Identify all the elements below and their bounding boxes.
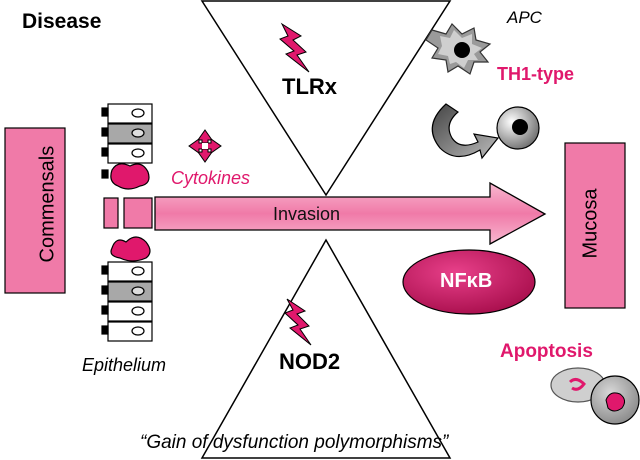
nfkb-ellipse bbox=[402, 249, 536, 315]
caption: “Gain of dysfunction polymorphisms” bbox=[140, 432, 449, 453]
apc-cell-icon bbox=[425, 23, 492, 75]
diagram-title: Disease bbox=[22, 10, 102, 33]
mucosa-box bbox=[564, 142, 626, 309]
t-cell-icon bbox=[496, 106, 540, 150]
epithelium-top-stack bbox=[101, 103, 153, 190]
mucosa-label: Mucosa bbox=[579, 188, 602, 259]
barrier-gap-block bbox=[123, 197, 153, 229]
nfkb-label: NFκB bbox=[440, 270, 493, 292]
tlr-label: TLRx bbox=[282, 74, 337, 99]
cytokines-label: Cytokines bbox=[171, 168, 251, 188]
commensals-box bbox=[4, 127, 66, 294]
epithelium-bottom-stack bbox=[101, 236, 153, 342]
apoptosis-label: Apoptosis bbox=[500, 341, 593, 362]
invasion-arrow bbox=[154, 181, 547, 246]
nod-triangle bbox=[200, 238, 452, 459]
curved-arrow-icon bbox=[431, 103, 500, 160]
epithelium-label: Epithelium bbox=[82, 355, 167, 375]
commensals-label: Commensals bbox=[36, 145, 59, 263]
cytokine-cross-icon bbox=[188, 129, 222, 163]
th1-label: TH1-type bbox=[497, 64, 575, 84]
barrier-gap-block bbox=[103, 197, 119, 229]
tlr-triangle bbox=[200, 0, 452, 197]
nod-label: NOD2 bbox=[279, 349, 341, 374]
apoptotic-cell-icon bbox=[550, 367, 640, 425]
lightning-icon bbox=[284, 298, 312, 346]
invasion-label: Invasion bbox=[273, 204, 341, 224]
apc-label: APC bbox=[507, 8, 542, 27]
lightning-icon bbox=[279, 22, 310, 73]
